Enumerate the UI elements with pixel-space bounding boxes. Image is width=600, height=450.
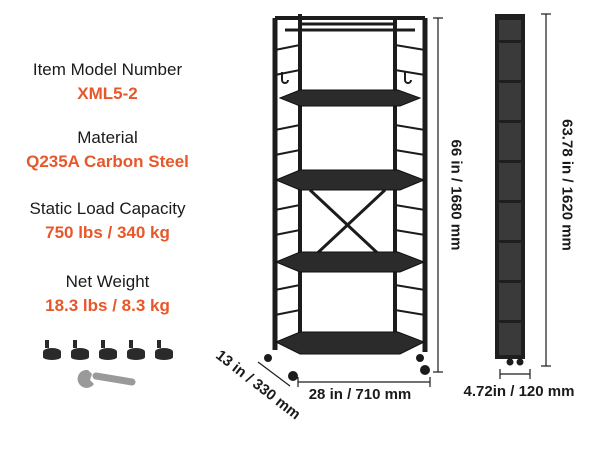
- caster-wheels-icon: [264, 354, 430, 381]
- spec-weight-label: Net Weight: [65, 272, 150, 291]
- leveling-feet-icon: [43, 340, 173, 360]
- spec-material-label: Material: [77, 128, 138, 147]
- width-dimension-label: 28 in / 710 mm: [308, 386, 412, 403]
- dimension-lines: [257, 17, 443, 387]
- shelf-boards: [274, 89, 426, 355]
- spec-load-label: Static Load Capacity: [29, 199, 186, 218]
- spec-model: Item Model Number XML5-2: [0, 60, 215, 105]
- folded-height-dimension-label: 63.78 in / 1620 mm: [558, 119, 576, 251]
- wrench-icon: [77, 369, 136, 388]
- spec-load: Static Load Capacity 750 lbs / 340 kg: [0, 199, 215, 244]
- spec-material: Material Q235A Carbon Steel: [0, 128, 215, 173]
- folded-shelf: [495, 14, 525, 366]
- spec-weight: Net Weight 18.3 lbs / 8.3 kg: [0, 272, 215, 317]
- folded-thickness-dimension-label: 4.72in / 120 mm: [463, 383, 575, 400]
- height-dimension-label: 66 in / 1680 mm: [447, 139, 465, 251]
- folded-dimension-lines: [499, 13, 551, 379]
- spec-material-value: Q235A Carbon Steel: [26, 152, 189, 171]
- spec-model-label: Item Model Number: [32, 60, 183, 79]
- spec-weight-value: 18.3 lbs / 8.3 kg: [45, 296, 170, 315]
- spec-model-value: XML5-2: [77, 84, 138, 103]
- spec-load-value: 750 lbs / 340 kg: [45, 223, 170, 242]
